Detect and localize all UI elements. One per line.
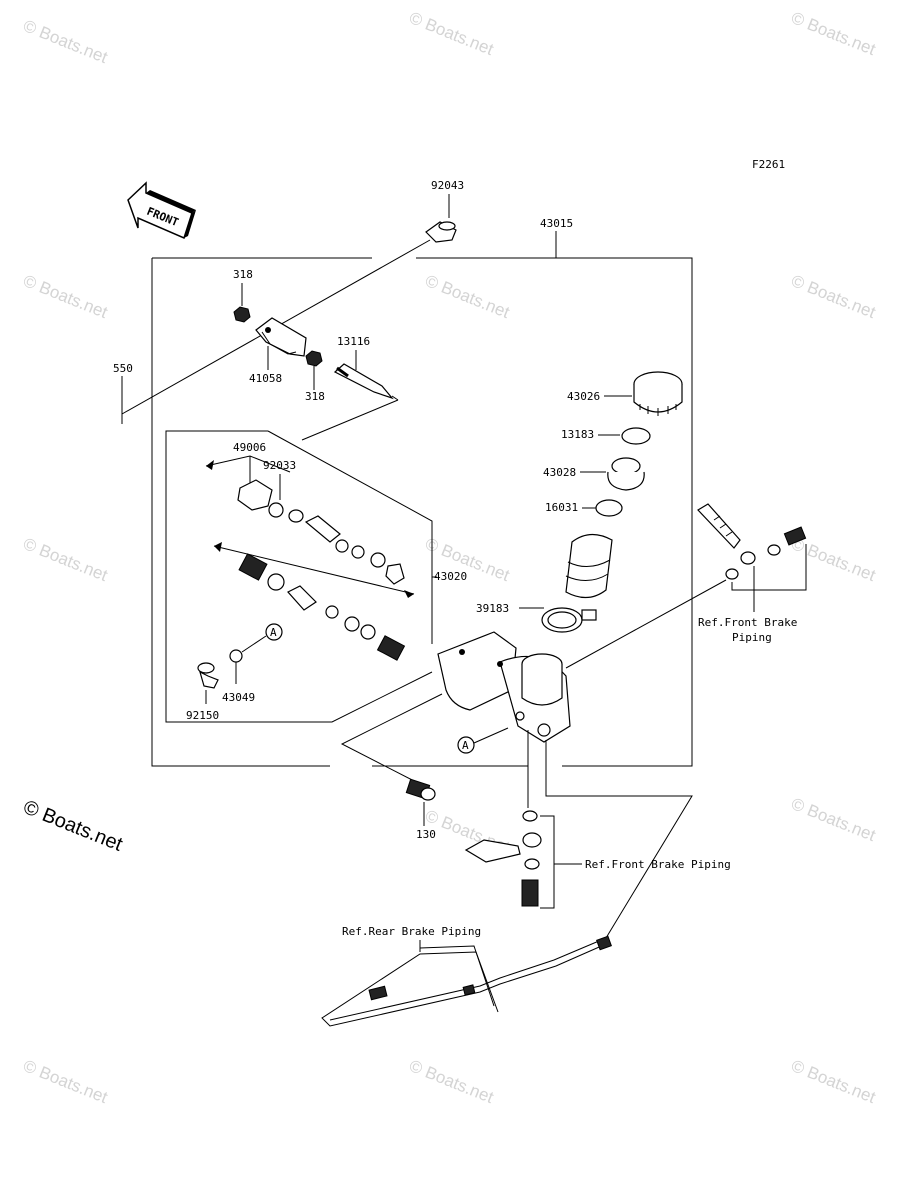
push-rod-13116-icon	[333, 363, 394, 400]
label-13116: 13116	[337, 335, 370, 348]
label-43020: 43020	[434, 570, 467, 583]
rear-brake-pipe-icon	[321, 935, 612, 1027]
clevis-41058-icon	[255, 317, 307, 357]
piston-parts-row1	[237, 479, 405, 585]
callout-a-label: A	[462, 739, 469, 752]
bolt-92150-icon	[197, 662, 219, 689]
callout-a-icon	[457, 736, 475, 754]
brake-fitting-lower-icon	[464, 810, 542, 907]
label-43028: 43028	[543, 466, 576, 479]
bolt-130-icon	[405, 778, 436, 801]
watermark: © Boats.net	[407, 8, 497, 59]
watermark: © Boats.net	[789, 8, 879, 59]
hose-reservoir-icon	[565, 533, 613, 599]
label-41058: 41058	[249, 372, 282, 385]
master-cylinder-body-icon	[437, 631, 571, 743]
label-43015: 43015	[540, 217, 573, 230]
watermark: © Boats.net	[21, 271, 111, 322]
watermark: © Boats.net	[789, 794, 879, 845]
watermark: © Boats.net	[423, 271, 513, 322]
watermark: © Boats.net	[21, 1056, 111, 1107]
washer-43049-icon	[229, 649, 243, 663]
assembly-box-43015	[151, 231, 693, 767]
label-550: 550	[113, 362, 133, 375]
ref-front-brake-1-line1: Ref.Front Brake	[698, 616, 797, 629]
nut-318-icon	[233, 306, 251, 323]
piston-parts-row2	[238, 553, 406, 661]
watermark: © Boats.net	[21, 534, 111, 585]
figure-code: F2261	[752, 158, 785, 171]
diaphragm-43028-icon	[607, 457, 645, 491]
label-43026: 43026	[567, 390, 600, 403]
front-arrow-icon: FRONT	[127, 181, 196, 240]
reservoir-cap-43026-icon	[633, 371, 683, 416]
watermark: © Boats.net	[407, 1056, 497, 1107]
pin-92043-icon	[425, 221, 457, 243]
ref-front-brake-1-line2: Piping	[732, 631, 772, 644]
plate-13183-icon	[621, 427, 651, 445]
label-43049: 43049	[222, 691, 255, 704]
callout-a-icon	[265, 623, 283, 641]
ref-rear-brake: Ref.Rear Brake Piping	[342, 925, 481, 938]
brake-hose-top-icon	[697, 503, 807, 580]
label-92033: 92033	[263, 459, 296, 472]
label-92043: 92043	[431, 179, 464, 192]
label-318-bottom: 318	[305, 390, 325, 403]
label-13183: 13183	[561, 428, 594, 441]
clamp-39183-icon	[541, 607, 597, 633]
label-49006: 49006	[233, 441, 266, 454]
label-39183: 39183	[476, 602, 509, 615]
label-318-top: 318	[233, 268, 253, 281]
label-16031: 16031	[545, 501, 578, 514]
watermark: © Boats.net	[21, 16, 111, 67]
watermark: © Boats.net	[789, 1056, 879, 1107]
watermark-dark: © Boats.net	[20, 796, 126, 856]
label-92150: 92150	[186, 709, 219, 722]
kit-43020-bracket	[165, 395, 437, 723]
nut-318-icon	[305, 350, 323, 367]
plate-16031-icon	[595, 499, 623, 517]
watermark: © Boats.net	[789, 534, 879, 585]
label-130: 130	[416, 828, 436, 841]
watermark: © Boats.net	[789, 271, 879, 322]
callout-a-label: A	[270, 626, 277, 639]
ref-front-brake-2: Ref.Front Brake Piping	[585, 858, 731, 871]
